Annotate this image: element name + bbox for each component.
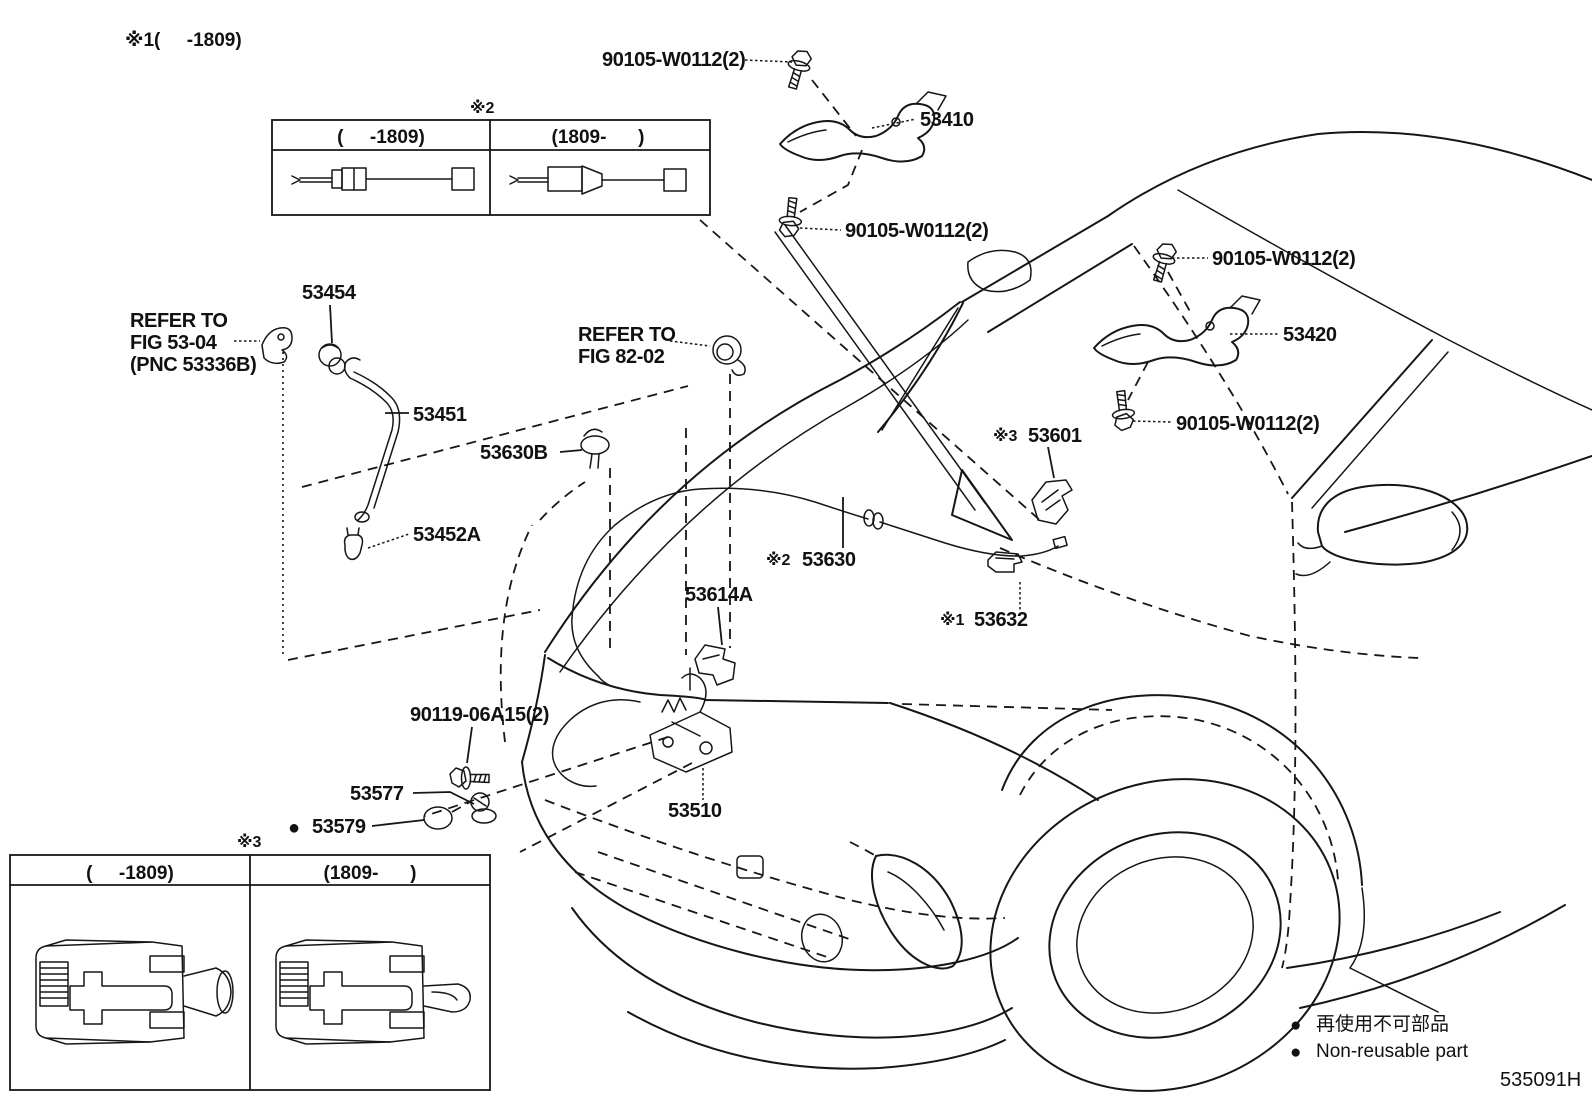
part-label-bolt-right-bottom: 90105-W0112(2) (1176, 413, 1319, 435)
part-label-53630: 53630 (802, 549, 856, 571)
note-top-left: ※1( -1809) (125, 30, 242, 51)
lock-detail-late (275, 939, 471, 1045)
leader-lines (234, 59, 1279, 827)
hood-lock-53510 (649, 667, 733, 773)
striker-53601 (1031, 479, 1073, 525)
part-label-53632: 53632 (974, 609, 1028, 631)
marker-53601: ※3 (993, 427, 1018, 445)
refer-bracket-53-04 (261, 326, 293, 365)
lock-table-header-early: ( -1809) (86, 863, 174, 884)
prop-rod-arrow (951, 469, 1013, 541)
door-mirror (1295, 484, 1469, 577)
bolt-icon (449, 766, 490, 790)
part-label-53601: 53601 (1028, 425, 1082, 447)
diagram-id: 535091H (1500, 1069, 1581, 1091)
legend-text-en: Non-reusable part (1316, 1041, 1469, 1062)
cable-variant-table (271, 119, 711, 216)
cable-clip-53630b (580, 428, 610, 469)
marker-53630: ※2 (766, 551, 791, 569)
car-outline (499, 130, 1592, 1070)
cushion-53579 (423, 806, 453, 830)
cable-detail-late (509, 165, 687, 195)
part-label-bolt-top: 90105-W0112(2) (602, 49, 745, 71)
legend-bullet-jp: ● (1290, 1015, 1301, 1036)
refer-fig-53-04-line1: REFER TO (130, 310, 228, 332)
part-label-53510: 53510 (668, 800, 722, 822)
rod-clip-53452a (343, 527, 364, 561)
refer-fig-53-04-line3: (PNC 53336B) (130, 354, 256, 376)
lock-table-header-late: (1809- ) (324, 863, 417, 884)
cable-bracket-53614a (694, 644, 736, 686)
part-label-90119-06a15: 90119-06A15(2) (410, 704, 549, 726)
lock-table-marker: ※3 (237, 833, 262, 851)
hidden-dashed-lines (282, 79, 1193, 853)
part-label-53452a: 53452A (413, 524, 481, 546)
part-label-53579: 53579 (312, 816, 366, 838)
bolt-icon (1108, 388, 1138, 433)
part-label-bolt-right-top: 90105-W0112(2) (1212, 248, 1355, 270)
cable-detail-early (291, 167, 475, 191)
marker-53632: ※1 (940, 611, 965, 629)
release-cable-53630 (551, 487, 1068, 788)
part-label-53410: 53410 (920, 109, 974, 131)
cable-table-header-early: ( -1809) (337, 127, 425, 148)
part-label-53577: 53577 (350, 783, 404, 805)
front-wheel (989, 694, 1363, 1092)
clamp-53632 (987, 551, 1023, 573)
rod-grommet-53454 (318, 343, 346, 375)
part-label-53420: 53420 (1283, 324, 1337, 346)
bolt-icon (781, 46, 815, 92)
refer-fig-53-04-line2: FIG 53-04 (130, 332, 218, 354)
legend-text-jp: 再使用不可部品 (1316, 1013, 1449, 1035)
hood-support-rod-53451 (343, 224, 1013, 541)
refer-fig-82-02-line1: REFER TO (578, 324, 676, 346)
cable-table-header-late: (1809- ) (552, 127, 645, 148)
part-label-bolt-mid: 90105-W0112(2) (845, 220, 988, 242)
part-label-53454: 53454 (302, 282, 357, 304)
non-reusable-dot-53579: ● (288, 817, 300, 839)
lock-variant-table (9, 854, 491, 1091)
bolt-icon (1146, 239, 1180, 285)
part-label-53614a: 53614A (685, 584, 753, 606)
cable-table-marker: ※2 (470, 99, 495, 117)
legend-bullet-en: ● (1290, 1042, 1301, 1063)
part-label-53630b: 53630B (480, 442, 548, 464)
refer-fig-82-02-line2: FIG 82-02 (578, 346, 665, 368)
refer-clip-82-02 (712, 335, 746, 377)
part-label-53451: 53451 (413, 404, 467, 426)
lock-detail-early (35, 939, 234, 1045)
